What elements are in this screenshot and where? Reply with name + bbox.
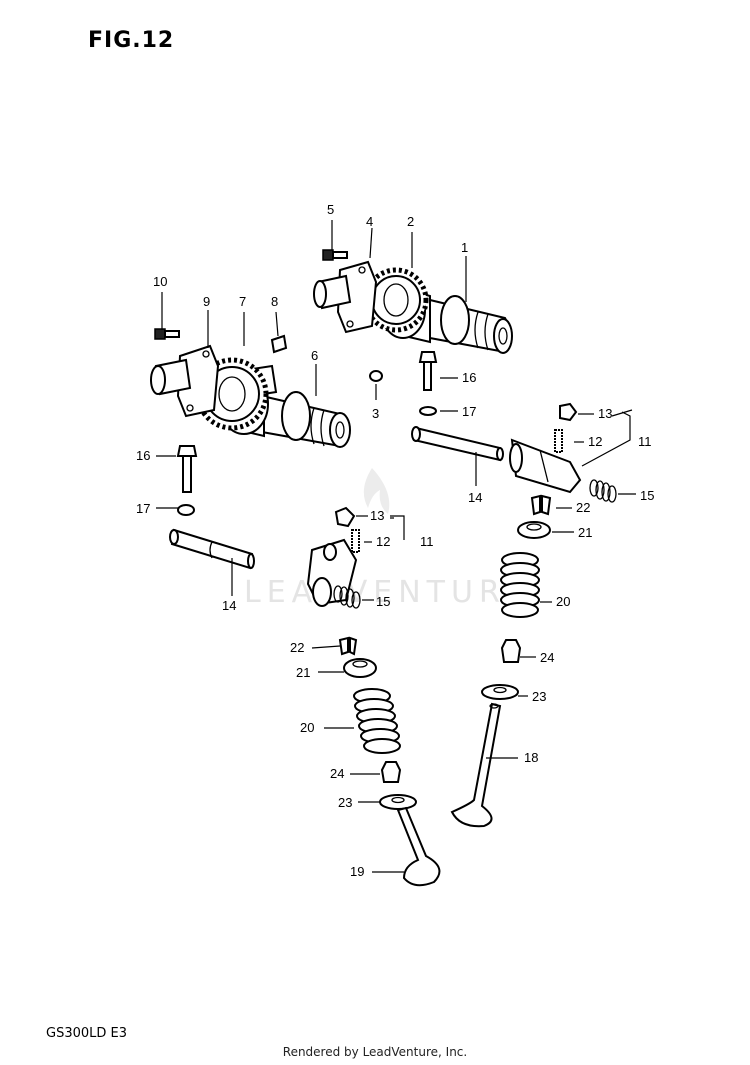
callout-1: 1 bbox=[461, 240, 468, 255]
washer-17-right bbox=[419, 406, 437, 416]
rocker-shaft-left bbox=[169, 528, 255, 570]
callout-19: 19 bbox=[350, 864, 364, 879]
cotter-22-left bbox=[338, 636, 358, 656]
callout-12-left: 12 bbox=[376, 534, 390, 549]
sprocket-bolt-upper bbox=[322, 249, 348, 261]
callout-17-left: 17 bbox=[136, 501, 150, 516]
callout-24-left: 24 bbox=[330, 766, 344, 781]
seal-24-left bbox=[380, 761, 402, 783]
callout-23-right: 23 bbox=[532, 689, 546, 704]
callout-16-right: 16 bbox=[462, 370, 476, 385]
seat-23-right bbox=[481, 684, 519, 700]
callout-22-right: 22 bbox=[576, 500, 590, 515]
rocker-shaft-right bbox=[411, 426, 504, 462]
callout-22-left: 22 bbox=[290, 640, 304, 655]
adjusting-screw-12-right bbox=[554, 429, 563, 453]
callout-11-left: 11 bbox=[420, 534, 434, 549]
watermark: LEADVENTURE bbox=[244, 468, 531, 610]
callout-20-right: 20 bbox=[556, 594, 570, 609]
model-code: GS300LD E3 bbox=[46, 1026, 128, 1041]
callout-6: 6 bbox=[311, 348, 318, 363]
sprocket-plate-upper bbox=[313, 260, 378, 334]
footer-credit: Rendered by LeadVenture, Inc. bbox=[282, 1045, 468, 1059]
rocker-arm-left bbox=[306, 538, 358, 607]
seal-24-right bbox=[500, 639, 522, 663]
callout-9: 9 bbox=[203, 294, 210, 309]
callout-11-right: 11 bbox=[638, 434, 652, 449]
callout-13-right: 13 bbox=[598, 406, 612, 421]
rocker-arm-right bbox=[509, 438, 582, 494]
callout-10: 10 bbox=[153, 274, 167, 289]
spring-15-right bbox=[589, 479, 617, 503]
bolt-16-left bbox=[176, 445, 198, 493]
leader-lines bbox=[156, 220, 636, 873]
callout-15-left: 15 bbox=[376, 594, 390, 609]
watermark-text: LEADVENTURE bbox=[244, 575, 531, 610]
valve-19 bbox=[396, 806, 441, 887]
cam-sprocket-upper bbox=[363, 267, 429, 333]
spring-15-left bbox=[333, 585, 361, 609]
callout-21-left: 21 bbox=[296, 665, 310, 680]
callout-13-left: 13 bbox=[370, 508, 384, 523]
callout-24-right: 24 bbox=[540, 650, 554, 665]
sprocket-plate-lower bbox=[150, 344, 220, 418]
valve-spring-20-right bbox=[500, 552, 540, 618]
locknut-13-right bbox=[559, 402, 578, 422]
callout-2: 2 bbox=[407, 214, 414, 229]
cotter-22-right bbox=[530, 494, 552, 516]
callout-17-right: 17 bbox=[462, 404, 476, 419]
locknut-13-left bbox=[334, 506, 356, 528]
callout-15-right: 15 bbox=[640, 488, 654, 503]
valve-18 bbox=[450, 702, 502, 828]
callout-21-right: 21 bbox=[578, 525, 592, 540]
valve-spring-20-left bbox=[353, 688, 401, 754]
callout-12-right: 12 bbox=[588, 434, 602, 449]
callout-18: 18 bbox=[524, 750, 538, 765]
seat-23-left bbox=[379, 794, 417, 810]
figure-title: FIG.12 bbox=[88, 28, 175, 53]
adjusting-screw-12-left bbox=[351, 529, 360, 553]
retainer-21-right bbox=[517, 521, 551, 539]
sprocket-bolt-lower bbox=[154, 328, 180, 340]
callout-23-left: 23 bbox=[338, 795, 352, 810]
dowel-pin-8 bbox=[270, 334, 288, 354]
retainer-21-left bbox=[343, 658, 377, 678]
bolt-16-right bbox=[418, 351, 438, 391]
washer-17-left bbox=[177, 504, 195, 516]
callout-20-left: 20 bbox=[300, 720, 314, 735]
callout-16-left: 16 bbox=[136, 448, 150, 463]
callout-5: 5 bbox=[327, 202, 334, 217]
dowel-pin-3 bbox=[369, 370, 383, 382]
callout-7: 7 bbox=[239, 294, 246, 309]
callout-14-right: 14 bbox=[468, 490, 482, 505]
callout-8: 8 bbox=[271, 294, 278, 309]
callout-3: 3 bbox=[372, 406, 379, 421]
callouts: 1 2 3 4 5 6 7 8 9 10 11 11 12 12 13 13 1… bbox=[136, 202, 654, 879]
callout-4: 4 bbox=[366, 214, 373, 229]
callout-14-left: 14 bbox=[222, 598, 236, 613]
